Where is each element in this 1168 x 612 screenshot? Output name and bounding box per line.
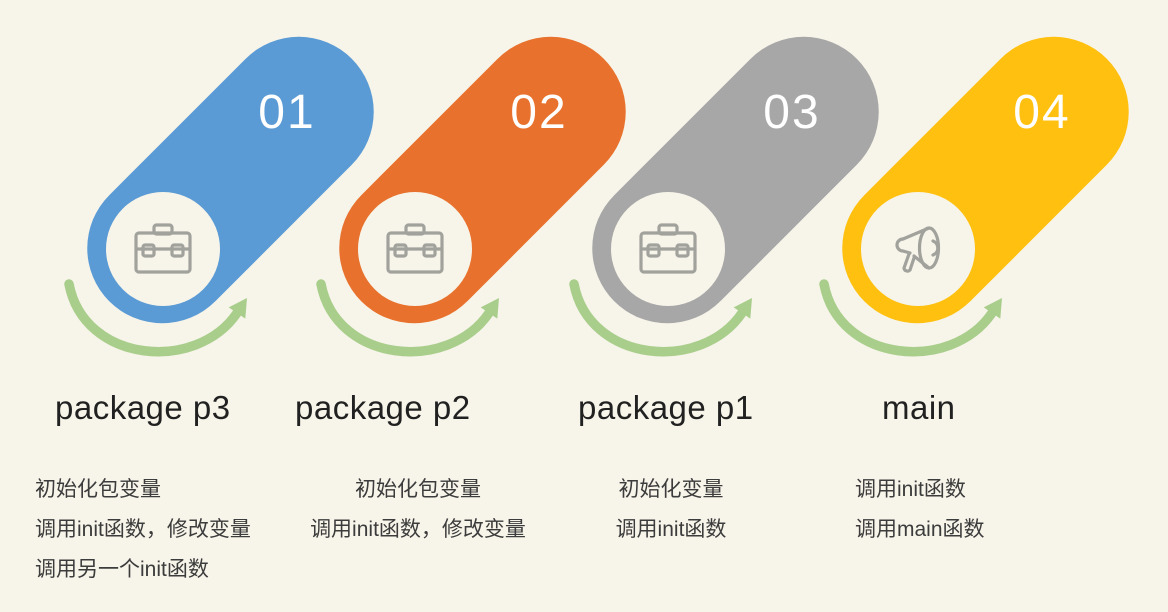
briefcase-icon [639, 223, 697, 274]
process-step-1: 01 package p3 初始化包变量 调用init函数，修改变量 调用另一个… [0, 0, 405, 612]
detail-line: 初始化包变量 [35, 478, 161, 501]
step-number: 04 [1013, 86, 1071, 139]
detail-line: 初始化包变量 [355, 478, 481, 501]
process-step-4: 04 main 调用init函数 调用main函数 [755, 0, 1160, 612]
curved-arrow-icon [64, 279, 247, 357]
step-title: package p1 [578, 389, 754, 426]
step-title: main [882, 389, 956, 426]
step-details: 初始化变量 调用init函数 [588, 470, 754, 550]
detail-line: 调用main函数 [855, 518, 985, 541]
step-title: package p2 [295, 389, 471, 426]
step-icon-circle [611, 192, 725, 306]
detail-line: 调用另一个init函数 [35, 558, 209, 581]
process-step-2: 02 package p2 初始化包变量 调用init函数，修改变量 [252, 0, 657, 612]
step-number: 02 [510, 86, 568, 139]
process-step-3: 03 package p1 初始化变量 调用init函数 [505, 0, 910, 612]
step-details: 初始化包变量 调用init函数，修改变量 调用另一个init函数 [35, 470, 251, 590]
briefcase-icon [134, 223, 192, 274]
step-details: 调用init函数 调用main函数 [855, 470, 985, 550]
step-number: 03 [763, 86, 821, 139]
step-details: 初始化包变量 调用init函数，修改变量 [300, 470, 536, 550]
step-number: 01 [258, 86, 316, 139]
detail-line: 调用init函数，修改变量 [35, 518, 251, 541]
curved-arrow-icon [819, 279, 1002, 357]
curved-arrow-icon [569, 279, 752, 357]
step-icon-circle [106, 192, 220, 306]
curved-arrow-icon [316, 279, 499, 357]
detail-line: 初始化变量 [618, 478, 724, 501]
detail-line: 调用init函数 [615, 518, 727, 541]
step-icon-circle [861, 192, 975, 306]
detail-line: 调用init函数 [855, 478, 966, 501]
megaphone-icon [895, 226, 941, 273]
step-icon-circle [358, 192, 472, 306]
briefcase-icon [386, 223, 444, 274]
step-title: package p3 [55, 389, 231, 426]
detail-line: 调用init函数，修改变量 [310, 518, 526, 541]
